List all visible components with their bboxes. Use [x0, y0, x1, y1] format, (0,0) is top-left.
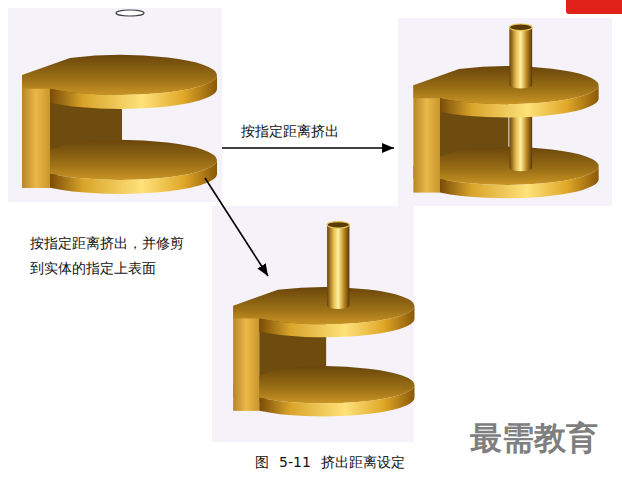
- watermark-holder: 最需教育: [470, 418, 598, 458]
- arrow: [205, 178, 268, 276]
- plate-side: [440, 85, 599, 117]
- bracket-model: [22, 55, 217, 194]
- plate-top: [233, 287, 414, 324]
- plate-side: [259, 306, 414, 338]
- plate-top: [22, 140, 217, 180]
- plate-side: [50, 75, 217, 109]
- pillar-face: [22, 75, 50, 188]
- plate-top: [413, 66, 598, 104]
- watermark: 最需教育: [470, 418, 598, 458]
- arrow-label-holder: 按指定距离挤出，并修剪 到实体的指定上表面: [30, 231, 192, 281]
- corner-tab: [566, 0, 622, 14]
- arrow-label-holder: 按指定距离挤出: [241, 120, 339, 142]
- pillar-face: [233, 306, 259, 411]
- bracket-model: [413, 24, 598, 198]
- arrow-label: 按指定距离挤出: [241, 120, 339, 142]
- shaft: [509, 27, 532, 88]
- plate-top: [233, 366, 414, 403]
- plate-side: [259, 385, 414, 417]
- pillar-face: [413, 85, 440, 192]
- plate-side: [50, 160, 217, 194]
- figure-background: [8, 8, 222, 202]
- caption-holder: 图 5-11 挤出距离设定: [0, 452, 622, 472]
- figure-caption: 图 5-11 挤出距离设定: [255, 452, 406, 472]
- ellipse-mark: [116, 10, 144, 16]
- arrow: [222, 147, 394, 149]
- shaft-top: [327, 222, 349, 229]
- bracket-model: [233, 222, 414, 417]
- plate-top: [22, 55, 217, 95]
- plate-top: [413, 147, 598, 185]
- shaft: [509, 109, 532, 171]
- figure-background: [398, 18, 612, 206]
- shaft: [327, 225, 349, 309]
- arrow-label: 按指定距离挤出，并修剪 到实体的指定上表面: [30, 231, 192, 281]
- figure-background: [212, 206, 414, 442]
- shaft-top: [509, 24, 532, 31]
